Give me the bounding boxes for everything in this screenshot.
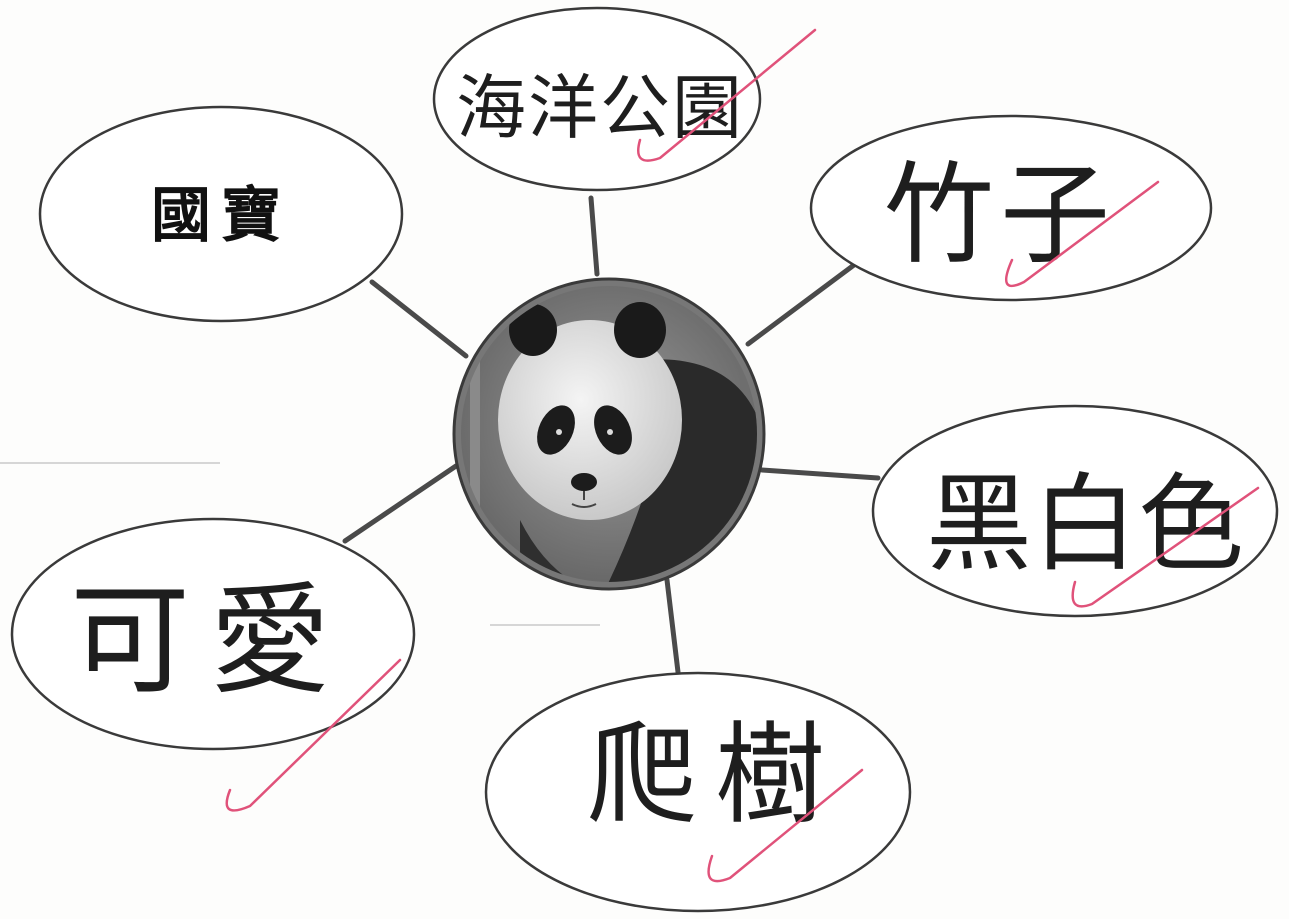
bubble-national-treasure: 國寶 (151, 180, 291, 251)
connector-black-white (759, 467, 881, 481)
red-check-mark-bamboo (1004, 180, 1160, 288)
connector-cute (342, 463, 459, 544)
bubble-bamboo: 竹子 (884, 151, 1116, 279)
bubble-outline-ocean-park (432, 6, 762, 192)
bubble-black-white: 黑白色 (926, 463, 1244, 586)
connector-bamboo (745, 259, 861, 347)
bubble-cute: 可愛 (70, 572, 350, 711)
giant-panda-photo (452, 277, 766, 591)
connector-climb-tree (664, 577, 681, 675)
bubble-outline-national-treasure (38, 105, 404, 323)
bubble-outline-climb-tree (484, 671, 912, 913)
bubble-outline-bamboo (809, 114, 1213, 302)
connector-lines (342, 195, 881, 675)
connector-national-treasure (369, 279, 469, 359)
red-check-mark-cute (225, 658, 402, 812)
scan-noise (0, 462, 600, 626)
bubble-climb-tree: 爬樹 (587, 711, 843, 839)
bubble-outline-black-white (871, 404, 1279, 618)
red-check-mark-climb-tree (707, 768, 864, 883)
bubble-ocean-park: 海洋公園 (456, 66, 744, 149)
red-check-mark-ocean-park (637, 28, 817, 162)
connector-ocean-park (588, 195, 600, 277)
bubble-outline-cute (10, 517, 416, 751)
red-check-mark-black-white (1071, 486, 1260, 608)
